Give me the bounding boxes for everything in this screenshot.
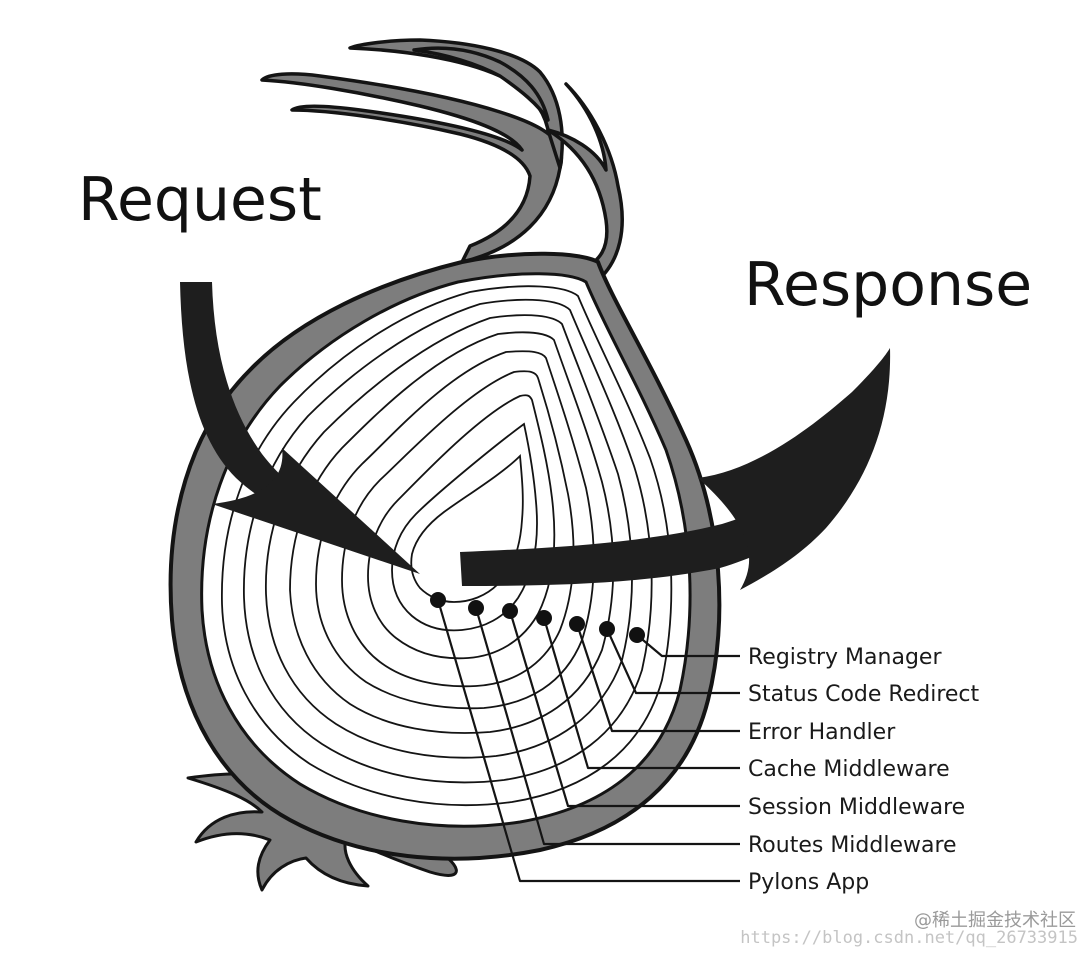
layer-dots [430,592,645,643]
onion-rings [221,285,673,807]
dot-registry-manager [629,627,645,643]
layer-label-error-handler: Error Handler [748,720,896,745]
layer-label-registry-manager: Registry Manager [748,645,942,670]
leader-line-registry-manager [636,634,740,658]
request-label: Request [78,165,322,235]
leader-lines [436,599,740,883]
leader-line-cache-middleware [542,617,740,770]
dot-session-middleware [502,603,518,619]
leader-line-pylons-app [436,599,740,883]
dot-cache-middleware [536,610,552,626]
request-arrow [180,282,420,574]
leader-line-session-middleware [508,610,740,808]
response-arrow [460,348,891,590]
dot-pylons-app [430,592,446,608]
response-label: Response [744,250,1032,320]
leader-line-routes-middleware [474,607,740,846]
dot-status-code-redirect [599,621,615,637]
leader-line-error-handler [575,623,740,733]
layer-label-status-code-redirect: Status Code Redirect [748,682,980,707]
layer-label-routes-middleware: Routes Middleware [748,833,957,858]
layer-label-cache-middleware: Cache Middleware [748,757,950,782]
watermark-url: https://blog.csdn.net/qq_26733915 [740,928,1078,948]
leader-line-status-code-redirect [605,628,740,695]
onion-stem [260,38,624,284]
layer-label-pylons-app: Pylons App [748,870,869,895]
watermark-brand: @稀土掘金技术社区 [914,910,1076,931]
dot-error-handler [569,616,585,632]
dot-routes-middleware [468,600,484,616]
layer-label-session-middleware: Session Middleware [748,795,965,820]
